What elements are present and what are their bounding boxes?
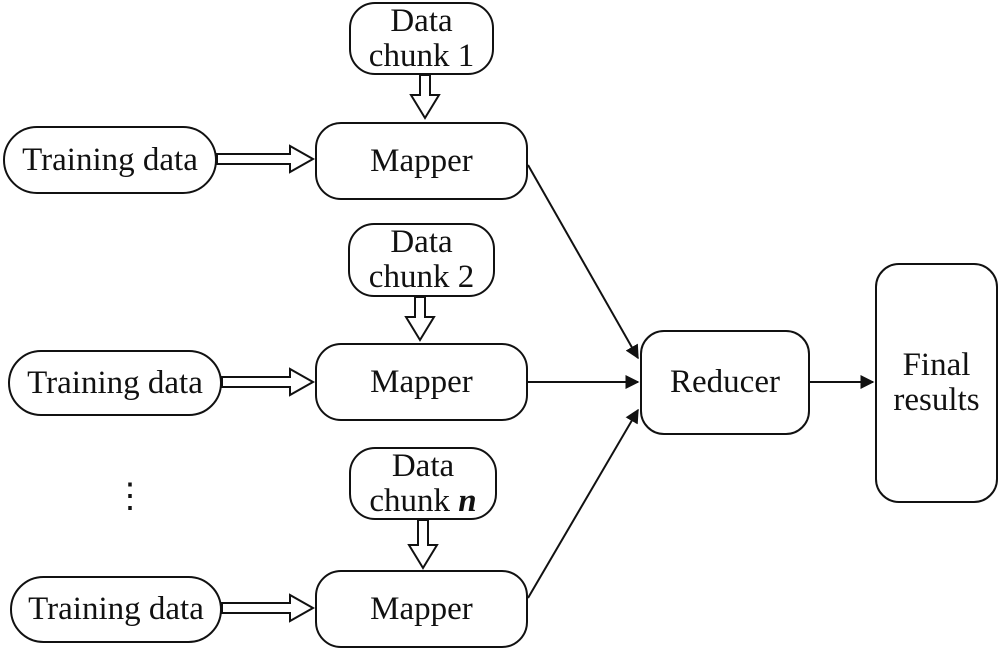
final-results-line2: results xyxy=(893,382,980,418)
chunkn-to-mapper3-arrow xyxy=(407,519,439,570)
data-chunk-2-line2-wrap: chunk 2 xyxy=(369,260,474,295)
data-chunk-n-line2-wrap: chunk n xyxy=(369,482,477,519)
data-chunk-1-index: 1 xyxy=(457,37,475,74)
training-data-3-label: Training data xyxy=(28,591,204,628)
training3-to-mapper3-arrow xyxy=(221,593,316,623)
data-chunk-n-index: n xyxy=(458,482,477,519)
chunk1-to-mapper1-arrow xyxy=(409,74,441,120)
reducer-box: Reducer xyxy=(640,330,810,435)
data-chunk-1-line2: chunk xyxy=(368,37,450,74)
data-chunk-2-box: Data chunk 2 xyxy=(348,223,495,297)
training-data-1-label: Training data xyxy=(22,141,198,178)
training-data-2-label: Training data xyxy=(27,364,203,401)
data-chunk-1-line1: Data xyxy=(390,2,453,39)
training1-to-mapper1-arrow xyxy=(216,144,316,174)
data-chunk-n-line2: chunk xyxy=(369,482,451,519)
chunk2-to-mapper2-arrow xyxy=(404,296,436,342)
reducer-label: Reducer xyxy=(670,364,780,401)
data-chunk-2-line1: Data xyxy=(390,224,453,261)
data-chunk-2-index: 2 xyxy=(457,259,475,295)
mapper-3-box: Mapper xyxy=(315,570,528,648)
training2-to-mapper2-arrow xyxy=(221,367,316,397)
training-data-1-box: Training data xyxy=(3,126,217,194)
data-chunk-n-line1: Data xyxy=(391,447,455,484)
data-chunk-1-box: Data chunk 1 xyxy=(349,2,494,75)
mapper-1-box: Mapper xyxy=(315,122,528,200)
mapper-2-label: Mapper xyxy=(370,363,473,400)
mapper-2-box: Mapper xyxy=(315,343,528,421)
mapper3-to-reducer-line xyxy=(527,408,639,599)
training-data-2-box: Training data xyxy=(8,350,222,416)
data-chunk-2-line2: chunk xyxy=(368,259,450,295)
mapper-1-label: Mapper xyxy=(370,142,473,179)
mapper1-to-reducer-line xyxy=(527,164,639,360)
mapper-3-label: Mapper xyxy=(370,590,473,627)
training-data-3-box: Training data xyxy=(10,576,222,643)
final-results-box: Final results xyxy=(875,263,998,503)
data-chunk-1-line2-wrap: chunk 1 xyxy=(368,37,475,74)
vertical-ellipsis: ⋮ xyxy=(113,478,147,515)
final-results-line1: Final xyxy=(902,347,971,384)
data-chunk-n-box: Data chunk n xyxy=(349,447,497,520)
